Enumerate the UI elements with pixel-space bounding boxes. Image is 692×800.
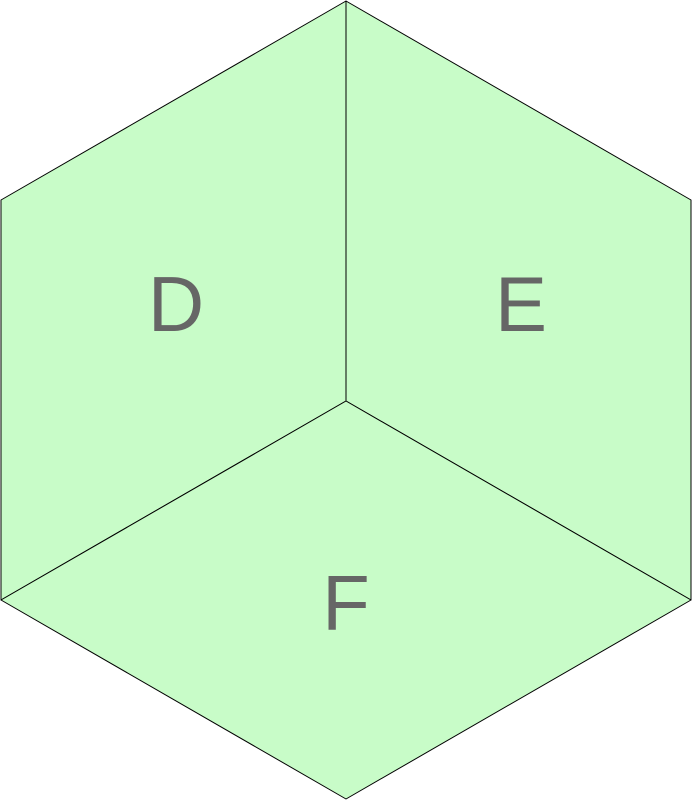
face-bottom <box>0 400 692 800</box>
face-label-d: D <box>148 260 204 348</box>
face-label-e: E <box>495 260 547 348</box>
face-label-f: F <box>322 559 370 647</box>
